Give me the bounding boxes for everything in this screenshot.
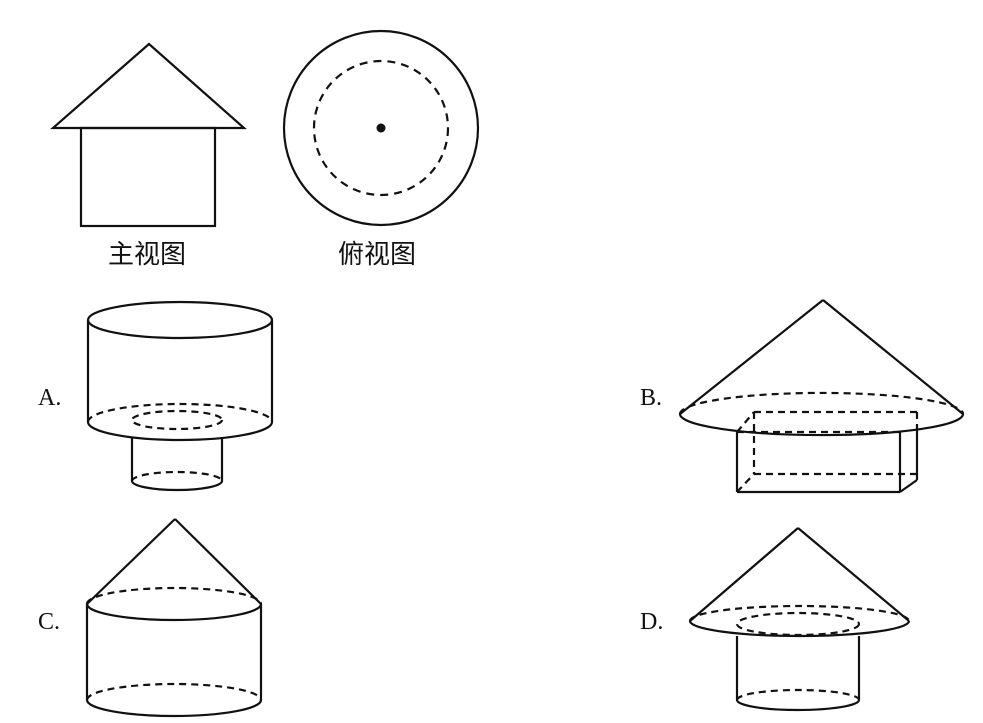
option-b-base-front: [678, 413, 965, 437]
front-view-figure: [50, 42, 247, 228]
top-view-dashed-circle: [312, 59, 450, 197]
option-c-label: C.: [38, 609, 60, 635]
option-b-cone-left: [679, 299, 824, 415]
option-b-label: B.: [640, 385, 662, 411]
front-view-rectangle: [79, 126, 217, 228]
option-a-top-ellipse: [86, 300, 274, 340]
option-c-middle-back: [85, 586, 263, 605]
top-view-outer-circle: [282, 29, 480, 227]
option-a-large-bottom-front: [86, 421, 274, 442]
option-d-base-back: [688, 604, 911, 622]
front-view-caption: 主视图: [108, 240, 186, 270]
option-c-bottom-front: [85, 699, 263, 718]
option-a-large-bottom-back: [86, 402, 274, 423]
top-view-caption: 俯视图: [338, 240, 416, 270]
option-c-bottom-back: [85, 682, 263, 701]
option-d-figure: [688, 527, 911, 712]
option-c-middle-front: [85, 603, 263, 622]
option-d-base-front: [688, 620, 911, 638]
option-a-label: A.: [38, 385, 61, 411]
top-view-figure: [282, 29, 480, 227]
option-a-small-top-ellipse: [130, 409, 224, 431]
option-b-cone-right: [822, 299, 964, 415]
option-a-figure: [86, 300, 274, 492]
option-d-label: D.: [640, 609, 663, 635]
option-c-figure: [85, 518, 263, 718]
option-b-base-back: [678, 391, 965, 415]
option-d-cylinder-top-ellipse: [735, 611, 861, 637]
front-view-triangle: [50, 42, 247, 130]
top-view-center-dot: [376, 123, 386, 133]
option-b-figure: [678, 299, 965, 494]
